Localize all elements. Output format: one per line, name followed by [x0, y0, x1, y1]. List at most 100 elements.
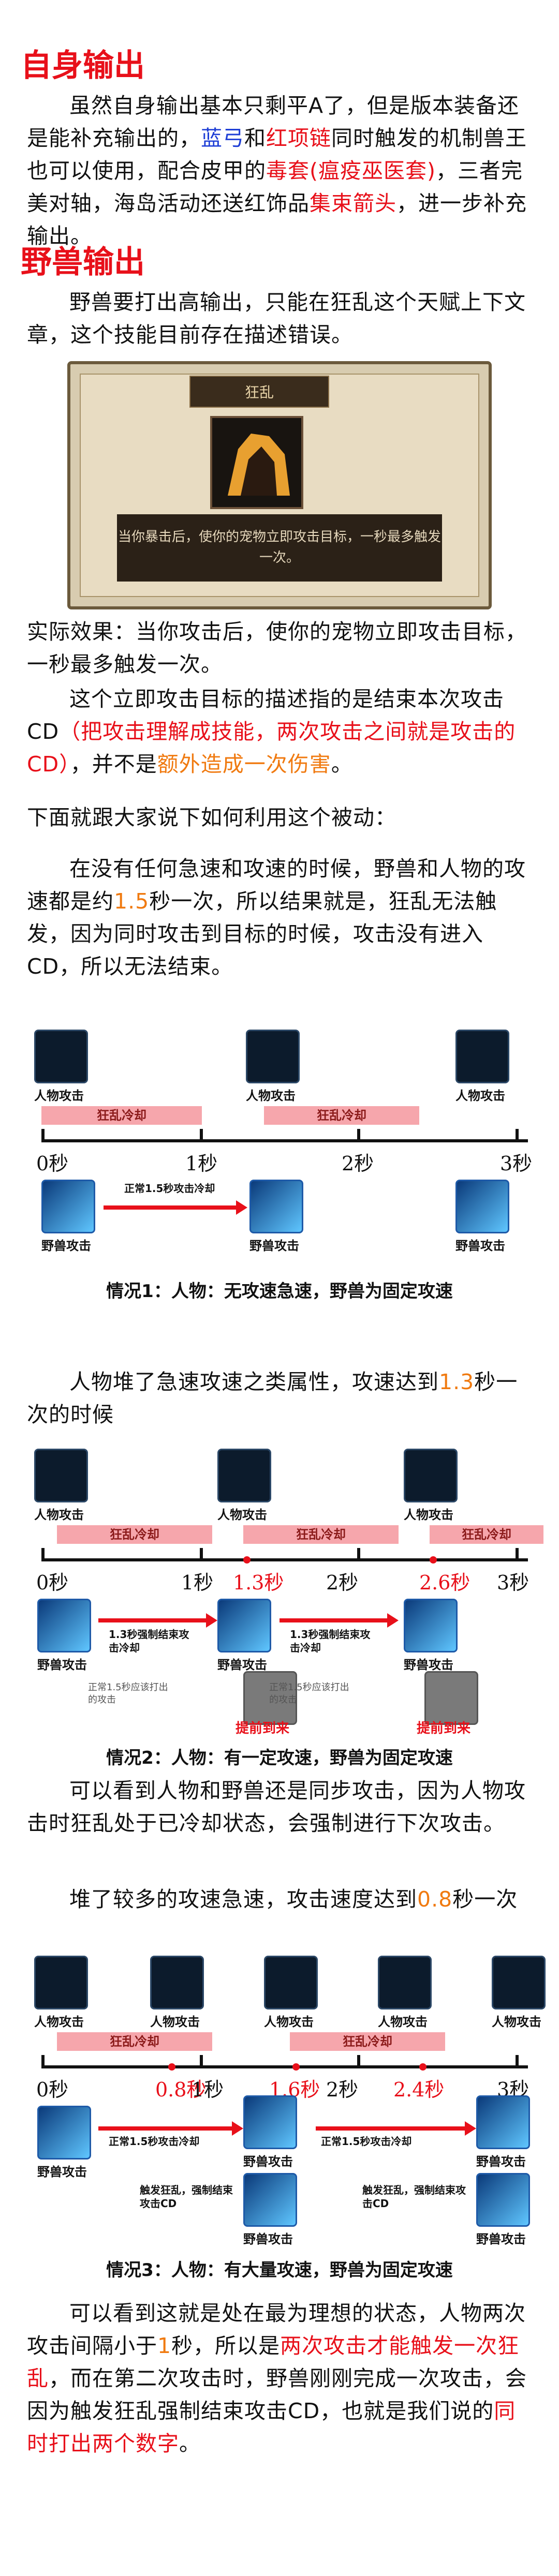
text: 人物堆了急速攻速之类属性，攻速达到	[69, 1369, 439, 1394]
tick-label: 0秒	[36, 2078, 69, 2101]
early-label: 提前到来	[236, 1721, 290, 1736]
paragraph-case2-intro: 人物堆了急速攻速之类属性，攻速达到1.3秒一次的时候	[0, 1366, 559, 1431]
trigger-note: 触发狂乱，强制结束攻击CD	[140, 2184, 233, 2210]
frenzy-cd-bar: 狂乱冷却	[41, 1106, 202, 1125]
text: 。	[331, 752, 353, 777]
player-label: 人物攻击	[492, 2015, 541, 2029]
case2-caption: 情况2：人物：有一定攻速，野兽为固定攻速	[106, 1748, 453, 1768]
pet-label: 野兽攻击	[455, 1239, 505, 1253]
tick-label: 1秒	[185, 1152, 218, 1175]
text: 和	[244, 126, 266, 151]
tick-label: 1秒	[181, 1571, 214, 1594]
bow-icon	[217, 1449, 271, 1502]
pet-label: 野兽攻击	[243, 2232, 293, 2246]
paragraph-conclusion: 可以看到这就是处在最为理想的状态，人物两次攻击间隔小于1秒，所以是两次攻击才能触…	[0, 2297, 559, 2460]
cd-note: （把攻击理解成技能，两次攻击之间就是攻击的CD）	[27, 719, 516, 777]
text: 秒一次的时候	[27, 1369, 518, 1427]
pet-label: 野兽攻击	[404, 1658, 453, 1672]
tick	[200, 1129, 203, 1142]
claw-icon-gray	[243, 1671, 297, 1725]
pet-label: 野兽攻击	[243, 2154, 293, 2169]
marker-label: 2.6秒	[419, 1571, 470, 1594]
paragraph-pet-intro: 野兽要打出高输出，只能在狂乱这个天赋上下文章，这个技能目前存在描述错误。	[27, 290, 526, 347]
claw-icon	[476, 2173, 530, 2227]
text: ，进一步补充输出。	[27, 191, 527, 248]
tick-label: 3秒	[500, 1152, 533, 1175]
frenzy-cd-bar: 狂乱冷却	[57, 2032, 212, 2051]
section-pet-output: 野兽输出 野兽要打出高输出，只能在狂乱这个天赋上下文章，这个技能目前存在描述错误…	[0, 243, 559, 351]
arrow	[98, 1618, 207, 1622]
arrow-head	[236, 1200, 247, 1215]
tick	[200, 1548, 203, 1561]
arrow	[316, 2126, 466, 2131]
tick-label: 2秒	[342, 1152, 374, 1175]
extra-damage-text: 额外造成一次伤害	[157, 752, 331, 777]
claw-icon	[243, 2095, 297, 2149]
marker-dot	[419, 2063, 426, 2071]
claw-icon	[455, 1180, 509, 1233]
tick-label: 1秒	[192, 2078, 224, 2101]
tick-label: 0秒	[36, 1571, 69, 1594]
text: 堆了较多的攻速急速，攻击速度达到	[69, 1887, 417, 1912]
bow-icon	[455, 1030, 509, 1083]
bow-icon	[264, 1956, 318, 2009]
player-label: 人物攻击	[34, 1508, 84, 1522]
frenzy-cd-bar: 狂乱冷却	[57, 1525, 212, 1544]
claw-icon	[249, 1180, 303, 1233]
marker-dot	[430, 1556, 437, 1564]
text: 秒一次，所以结果就是，狂乱无法触发，因为同时攻击到目标的时候，攻击没有进入CD，…	[27, 889, 497, 979]
tick	[516, 1129, 519, 1142]
claw-icon	[476, 2095, 530, 2149]
time-axis	[41, 2065, 528, 2068]
two-attacks-text: 两次攻击才能触发一次狂乱	[27, 2333, 520, 2391]
normal-cd-note: 正常1.5秒攻击冷却	[321, 2135, 412, 2148]
claw-icon	[217, 1599, 271, 1652]
case3-caption: 情况3：人物：有大量攻速，野兽为固定攻速	[106, 2260, 453, 2281]
tick-label: 2秒	[326, 2078, 359, 2101]
player-label: 人物攻击	[264, 2015, 314, 2029]
player-label: 人物攻击	[246, 1089, 296, 1103]
paragraph-howto: 下面就跟大家说下如何利用这个被动：	[27, 805, 396, 830]
text: 在没有任何急速和攻速的时候，野兽和人物的攻速都是约	[27, 856, 526, 914]
pet-label: 野兽攻击	[37, 2165, 87, 2179]
bow-icon	[378, 1956, 432, 2009]
marker-label: 1.3秒	[233, 1571, 284, 1594]
marker-label: 2.4秒	[393, 2078, 445, 2101]
paragraph-actual-effect: 实际效果：当你攻击后，使你的宠物立即攻击目标，一秒最多触发一次。	[27, 619, 527, 677]
heading-self-output: 自身输出	[21, 48, 145, 84]
arrow-head	[465, 2121, 476, 2136]
text: ，并不是	[70, 752, 157, 777]
arrow	[104, 1205, 238, 1210]
arrow-head	[387, 1613, 399, 1628]
bow-icon	[150, 1956, 204, 2009]
paragraph-case2-explain: 可以看到人物和野兽还是同步攻击，因为人物攻击时狂乱处于已冷却状态，会强制进行下次…	[27, 1778, 526, 1836]
case1-caption: 情况1：人物：无攻速急速，野兽为固定攻速	[106, 1281, 453, 1302]
player-label: 人物攻击	[378, 2015, 428, 2029]
tick	[357, 1129, 360, 1142]
heading-pet-output: 野兽输出	[21, 244, 145, 280]
red-necklace-text: 红项链	[266, 126, 331, 151]
bow-icon	[492, 1956, 546, 2009]
tick	[357, 2055, 360, 2068]
frenzy-cd-bar: 狂乱冷却	[290, 2032, 445, 2051]
time-axis	[41, 1139, 528, 1142]
arrow	[98, 2126, 233, 2131]
bow-icon	[34, 1449, 88, 1502]
speed-value: 0.8	[417, 1887, 453, 1912]
player-label: 人物攻击	[34, 1089, 84, 1103]
paragraph-self-output: 虽然自身输出基本只剩平A了，但是版本装备还是能补充输出的，蓝弓和红项链同时触发的…	[0, 90, 559, 252]
time-axis	[41, 1558, 528, 1561]
normal-cd-note: 正常1.5秒攻击冷却	[124, 1182, 215, 1195]
trigger-note: 触发狂乱，强制结束攻击CD	[362, 2184, 466, 2210]
frenzy-cd-bar: 狂乱冷却	[430, 1525, 543, 1544]
timeline-case3: 人物攻击 人物攻击 人物攻击 人物攻击 人物攻击 狂乱冷却 狂乱冷却 0秒 0.…	[0, 1956, 559, 2246]
frenzy-icon	[210, 416, 303, 509]
early-label: 提前到来	[417, 1721, 471, 1736]
marker-dot	[243, 1556, 251, 1564]
player-label: 人物攻击	[404, 1508, 453, 1522]
skill-description: 当你暴击后，使你的宠物立即攻击目标，一秒最多触发一次。	[117, 514, 442, 582]
tick	[516, 1548, 519, 1561]
interval-value: 1	[157, 2333, 172, 2358]
paragraph-cd-explain: 这个立即攻击目标的描述指的是结束本次攻击CD（把攻击理解成技能，两次攻击之间就是…	[0, 683, 559, 781]
